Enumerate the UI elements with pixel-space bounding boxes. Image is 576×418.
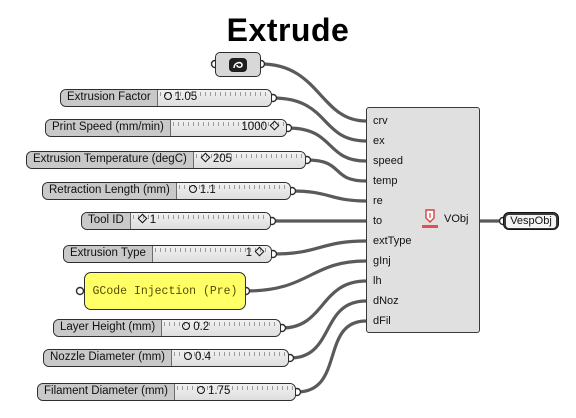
slider-value: 1.1	[199, 184, 216, 196]
slider-label: Extrusion Temperature (degC)	[27, 152, 194, 168]
wire-dNoz	[288, 299, 368, 360]
panel-text: GCode Injection (Pre)	[92, 284, 238, 298]
slider-grip-icon[interactable]	[269, 121, 280, 131]
slider-grip-icon[interactable]	[196, 385, 205, 394]
slider-track[interactable]: 1.75	[174, 384, 295, 400]
wire-crv	[259, 62, 368, 123]
wire-ex	[271, 96, 368, 143]
output-node-label: VespObj	[506, 214, 556, 228]
slider-value: 0.4	[195, 351, 212, 363]
slider-value: 1.05	[174, 91, 198, 103]
input-port-re[interactable]: re	[373, 195, 383, 207]
slider-value: 0.2	[193, 321, 210, 333]
slider-track[interactable]: 205	[193, 152, 305, 168]
wire-gInj	[244, 259, 368, 293]
slider-label: Extrusion Type	[64, 246, 153, 262]
slider-grip-icon[interactable]	[137, 214, 148, 224]
slider-layer-height[interactable]: Layer Height (mm) 0.2	[53, 319, 281, 337]
slider-grip-icon[interactable]	[184, 351, 193, 360]
input-port-dFil[interactable]: dFil	[373, 315, 391, 327]
slider-value: 1.75	[207, 385, 231, 397]
gcode-injection-panel[interactable]: GCode Injection (Pre)	[84, 272, 246, 310]
wire-speed	[286, 126, 368, 163]
slider-grip-icon[interactable]	[200, 153, 211, 163]
slider-track[interactable]: 1	[152, 246, 271, 262]
slider-value: 1000	[241, 121, 267, 133]
wire-re	[290, 189, 368, 203]
slider-extrusion-type[interactable]: Extrusion Type 1	[63, 245, 272, 263]
slider-grip-icon[interactable]	[163, 91, 172, 100]
slider-grip-icon[interactable]	[188, 184, 197, 193]
vespobj-output-node[interactable]: VespObj	[503, 212, 559, 230]
slider-filament-diameter[interactable]: Filament Diameter (mm) 1.75	[37, 383, 296, 401]
slider-retraction-length[interactable]: Retraction Length (mm) 1.1	[42, 182, 291, 200]
slider-tool-id[interactable]: Tool ID 1	[81, 212, 271, 230]
input-port-lh[interactable]: lh	[373, 275, 382, 287]
slider-label: Retraction Length (mm)	[43, 183, 177, 199]
input-port-ex[interactable]: ex	[373, 135, 385, 147]
input-port-to[interactable]: to	[373, 215, 383, 227]
slider-track[interactable]: 0.2	[162, 320, 280, 336]
slider-value: 1	[149, 214, 157, 226]
slider-print-speed[interactable]: Print Speed (mm/min) 1000	[45, 119, 287, 137]
slider-track[interactable]: 1.05	[157, 90, 271, 106]
slider-grip-icon[interactable]	[182, 321, 191, 330]
slider-label: Tool ID	[82, 213, 131, 229]
output-port-vobj[interactable]: VObj	[444, 213, 469, 225]
wire-lh	[280, 279, 368, 330]
slider-nozzle-diameter[interactable]: Nozzle Diameter (mm) 0.4	[43, 349, 289, 367]
wire-temp	[305, 158, 368, 183]
slider-extrusion-temperature[interactable]: Extrusion Temperature (degC) 205	[26, 151, 306, 169]
slider-label: Extrusion Factor	[61, 90, 158, 106]
slider-label: Nozzle Diameter (mm)	[44, 350, 173, 366]
slider-label: Layer Height (mm)	[54, 320, 163, 336]
slider-extrusion-factor[interactable]: Extrusion Factor 1.05	[60, 89, 272, 107]
slider-label: Filament Diameter (mm)	[38, 384, 175, 400]
slider-track[interactable]: 1000	[170, 120, 286, 136]
input-port-speed[interactable]: speed	[373, 155, 403, 167]
slider-label: Print Speed (mm/min)	[46, 120, 171, 136]
input-port-crv[interactable]: crv	[373, 115, 388, 127]
input-port-gInj[interactable]: gInj	[373, 255, 391, 267]
input-port-dNoz[interactable]: dNoz	[373, 295, 399, 307]
slider-value: 1	[245, 247, 252, 259]
slider-value: 205	[212, 153, 233, 165]
slider-grip-icon[interactable]	[254, 247, 265, 257]
page-title: Extrude	[226, 12, 350, 48]
slider-track[interactable]: 0.4	[172, 350, 288, 366]
curve-param-component[interactable]	[215, 52, 261, 77]
extrude-component[interactable]: crv ex speed temp re to extType gInj lh …	[366, 107, 480, 333]
input-port-temp[interactable]: temp	[373, 175, 398, 187]
slider-track[interactable]: 1.1	[176, 183, 290, 199]
input-port-extType[interactable]: extType	[373, 235, 412, 247]
slider-track[interactable]: 1	[130, 213, 270, 229]
wire-extType	[271, 239, 368, 256]
curve-param-icon	[229, 57, 247, 72]
nozzle-extrude-icon	[422, 209, 438, 228]
wire-dFil	[295, 319, 368, 394]
